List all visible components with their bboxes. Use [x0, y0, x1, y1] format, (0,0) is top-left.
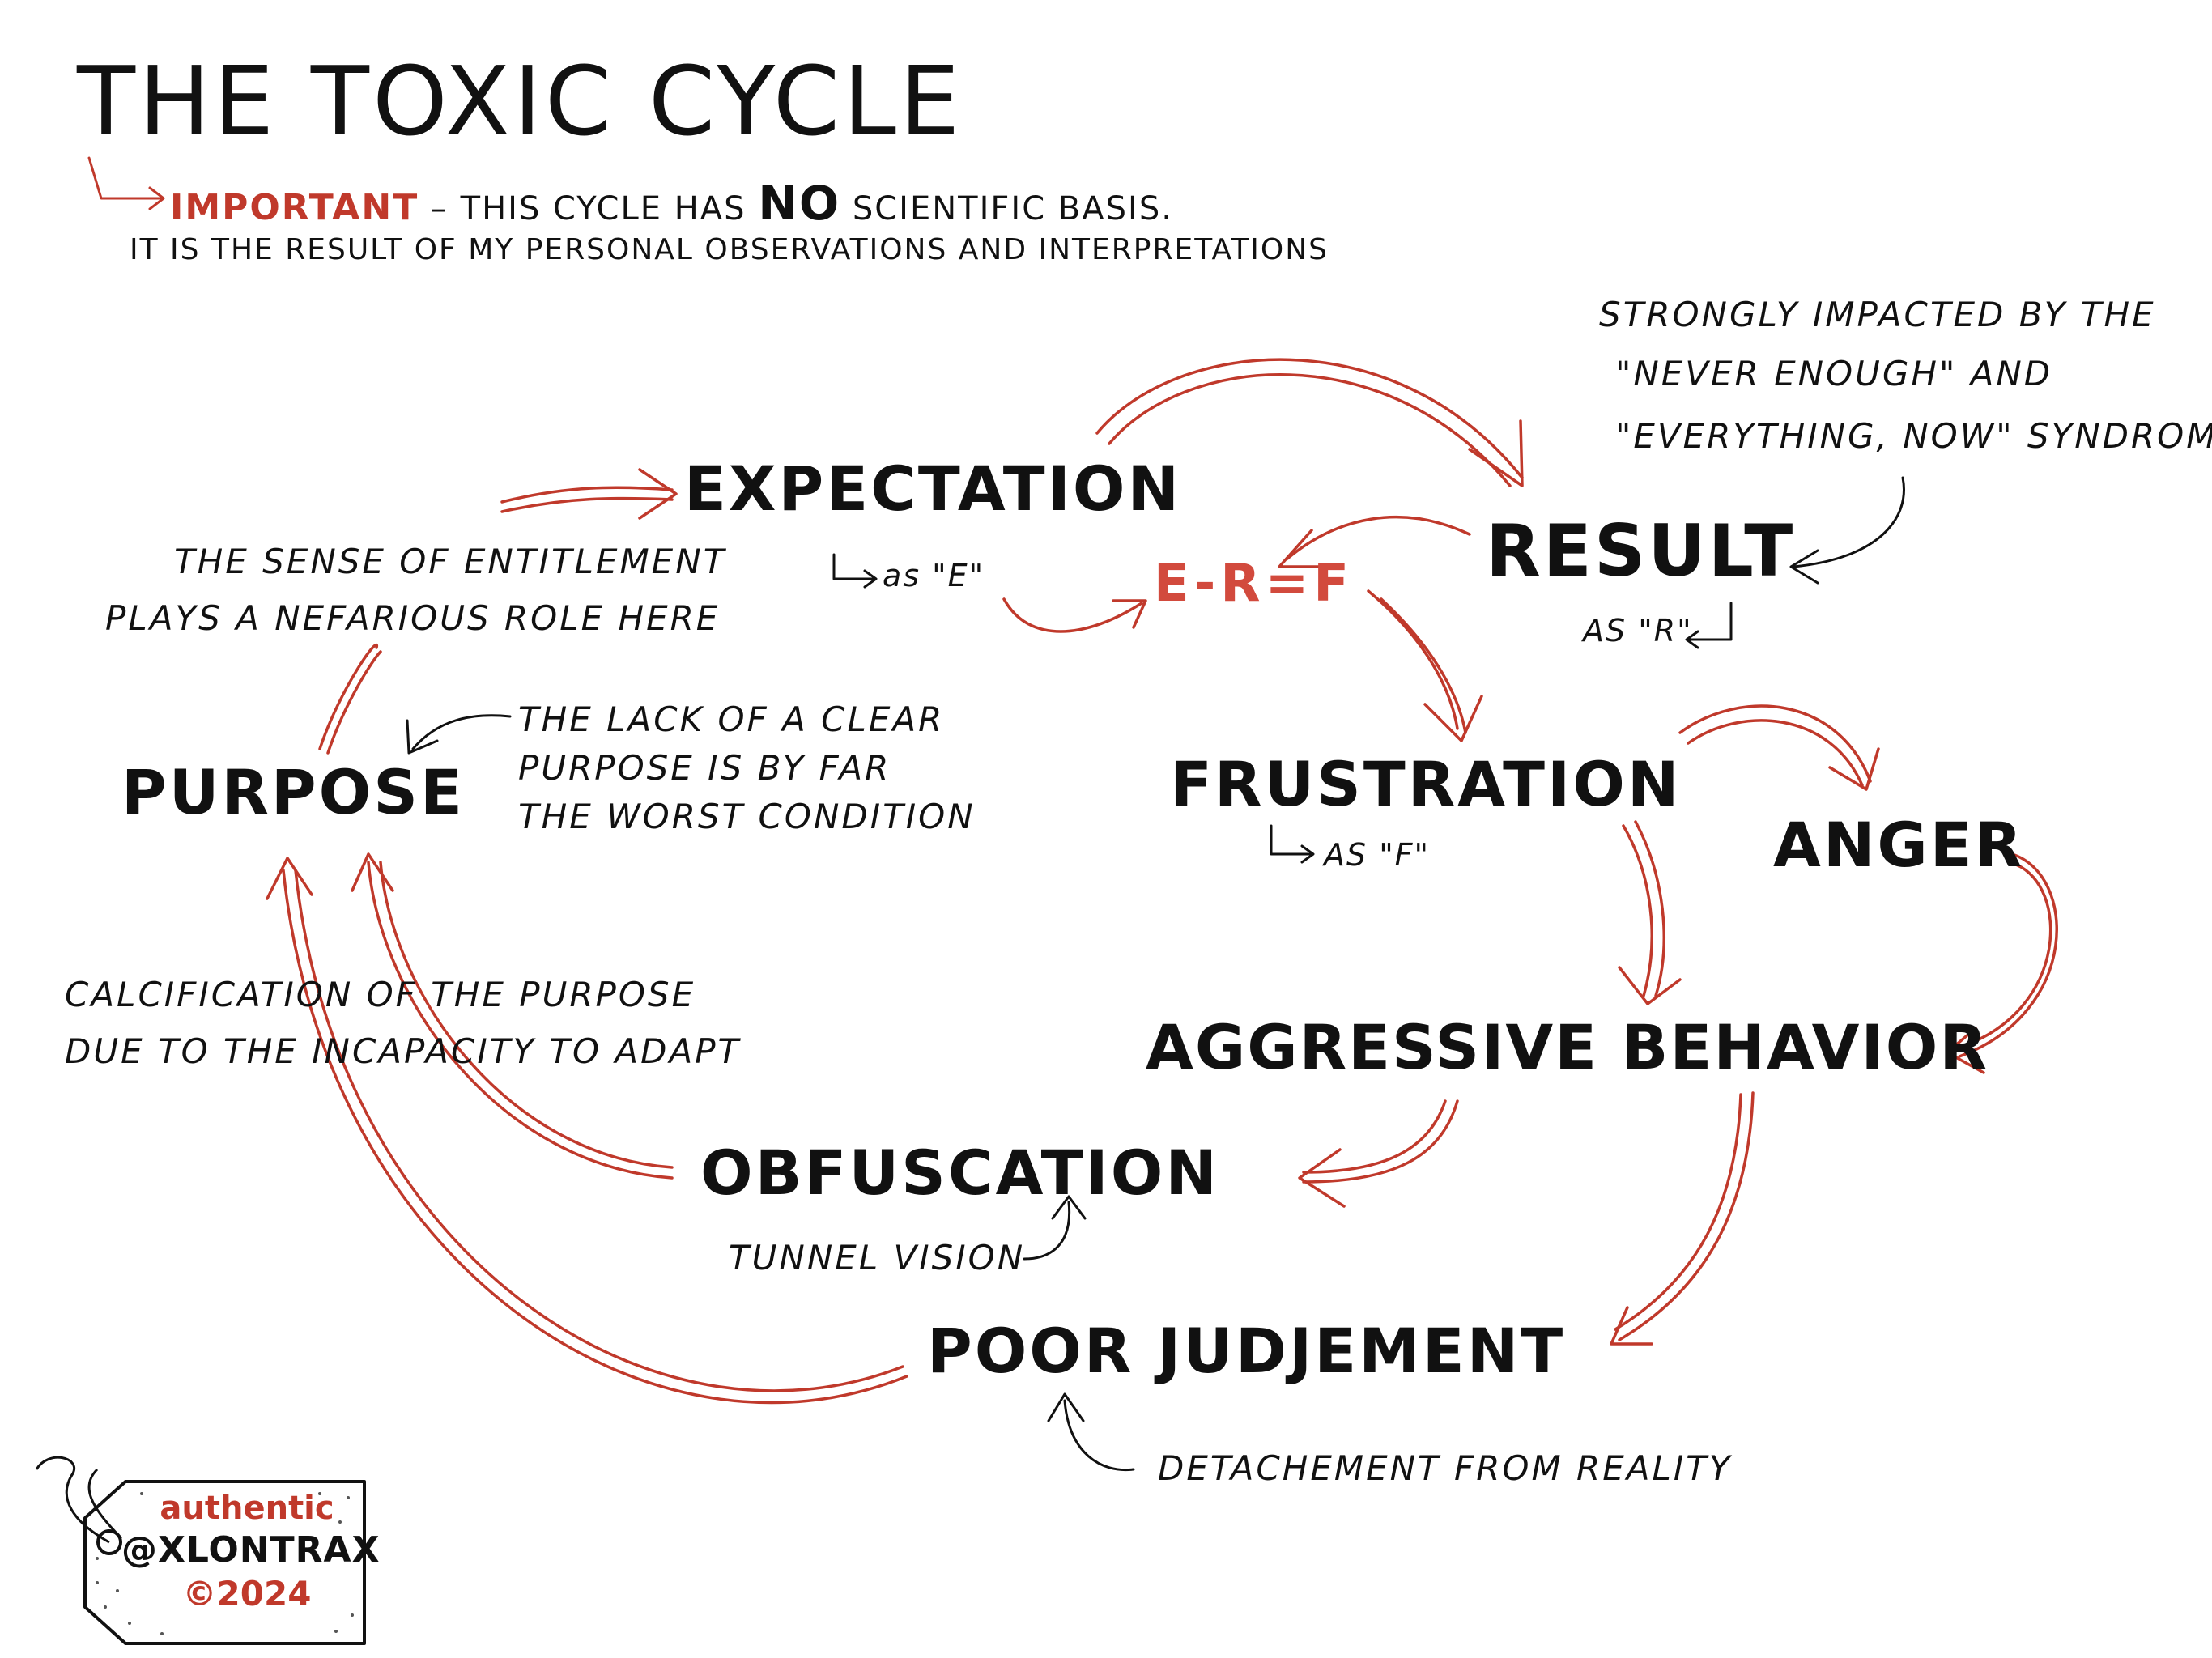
node-frustration: FRUSTRATION	[1170, 748, 1682, 820]
arrow-syndromes-to-result	[1789, 476, 1905, 585]
note-calcification-line-2: DUE TO THE INCAPACITY TO ADAPT	[65, 1031, 742, 1071]
hook-frustration-as	[1270, 824, 1315, 864]
arrow-frustration-to-aggressive	[1618, 820, 1682, 1005]
arrow-anger-to-aggressive	[1946, 852, 2058, 1074]
hook-expectation-as	[832, 553, 878, 589]
note-syndromes-line-3: "EVERYTHING, NOW" SYNDROMES	[1615, 416, 2212, 456]
disclaimer-text-b: SCIENTIFIC BASIS.	[852, 190, 1173, 227]
arrow-formula-to-frustration	[1367, 589, 1483, 742]
note-detachement: DETACHEMENT FROM REALITY	[1158, 1448, 1733, 1488]
tag-year: ©2024	[182, 1574, 312, 1613]
arrow-tunnel-to-obfuscation	[1023, 1195, 1087, 1261]
disclaimer-no: NO	[758, 176, 841, 231]
arrow-aggressive-to-poor-judgement	[1610, 1091, 1755, 1346]
node-expectation: EXPECTATION	[684, 453, 1182, 525]
arrow-obfuscation-to-purpose	[351, 852, 674, 1180]
note-lack-line-2: PURPOSE IS BY FAR	[518, 748, 891, 788]
note-syndromes-line-1: STRONGLY IMPACTED BY THE	[1599, 295, 2156, 334]
note-lack-line-3: THE WORST CONDITION	[518, 797, 976, 836]
arrow-lack-to-purpose	[406, 714, 512, 755]
authentic-tag	[35, 1456, 366, 1645]
important-label: IMPORTANT	[170, 187, 419, 228]
arrow-detachement-to-poor-judgement	[1047, 1392, 1135, 1472]
note-lack-line-1: THE LACK OF A CLEAR	[518, 699, 945, 739]
page-title: THE TOXIC CYCLE	[77, 45, 963, 157]
note-entitlement-line-2: PLAYS A NEFARIOUS ROLE HERE	[105, 598, 721, 638]
arrow-e-to-formula	[1002, 597, 1147, 633]
hook-result-as	[1685, 602, 1733, 649]
expectation-as-label: as "E"	[883, 558, 985, 593]
hook-important	[87, 156, 165, 210]
note-syndromes-line-2: "NEVER ENOUGH" AND	[1615, 354, 2053, 393]
node-anger: ANGER	[1773, 809, 2025, 881]
node-result: RESULT	[1486, 509, 1796, 593]
arrow-poor-judgement-to-purpose	[266, 857, 908, 1405]
node-obfuscation: OBFUSCATION	[700, 1137, 1219, 1209]
disclaimer-text-a: – THIS CYCLE HAS	[430, 190, 747, 227]
node-purpose: PURPOSE	[121, 756, 465, 828]
arrow-aggressive-to-obfuscation	[1298, 1099, 1459, 1208]
arrow-expectation-to-result	[1095, 358, 1524, 487]
formula-e-r-f: E-R=F	[1154, 554, 1354, 614]
tag-authentic: authentic	[160, 1490, 334, 1527]
note-calcification-line-1: CALCIFICATION OF THE PURPOSE	[65, 975, 696, 1014]
arrow-result-to-formula	[1278, 515, 1471, 568]
note-entitlement-line-1: THE SENSE OF ENTITLEMENT	[174, 542, 727, 581]
disclaimer-line-1: IMPORTANT – THIS CYCLE HAS NO SCIENTIFIC…	[170, 176, 1173, 231]
disclaimer-line-2: IT IS THE RESULT OF MY PERSONAL OBSERVAT…	[130, 233, 1329, 266]
frustration-as-label: AS "F"	[1324, 837, 1431, 873]
result-as-label: AS "R"	[1583, 613, 1693, 648]
note-tunnel-vision: TUNNEL VISION	[729, 1238, 1026, 1278]
arrow-purpose-to-expectation	[318, 468, 678, 755]
node-aggressive-behavior: AGGRESSIVE BEHAVIOR	[1146, 1011, 1989, 1083]
tag-handle: @XLONTRAX	[121, 1529, 381, 1571]
node-poor-judgement: POOR JUDJEMENT	[927, 1315, 1566, 1387]
arrow-frustration-to-anger	[1678, 704, 1880, 791]
